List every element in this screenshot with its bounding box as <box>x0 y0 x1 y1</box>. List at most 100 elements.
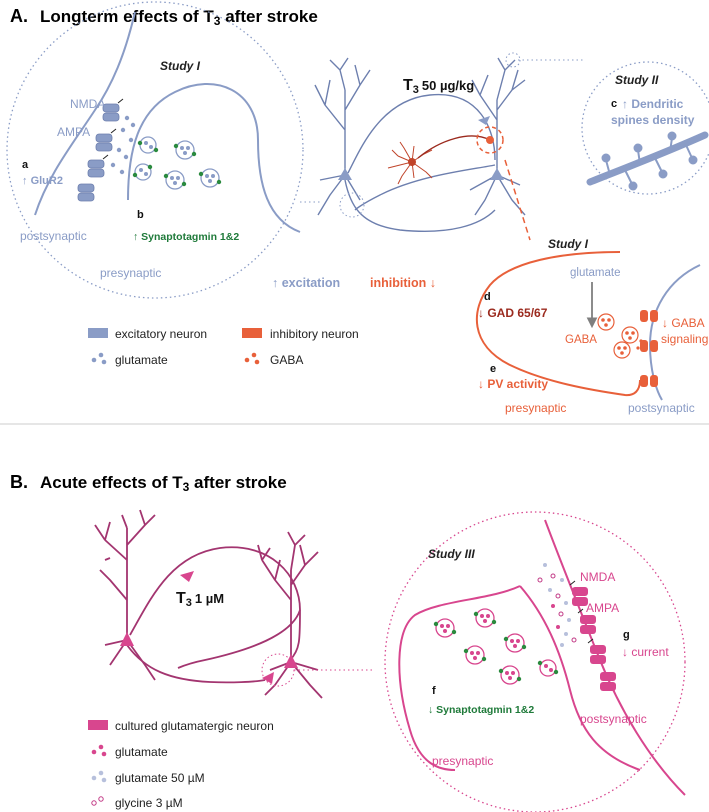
annotation-d: d <box>484 291 491 303</box>
up-arrow-icon: ↑ <box>22 175 31 187</box>
ampa-label: AMPA <box>57 125 90 139</box>
study-iii-synapse-circle: Study III <box>384 511 686 812</box>
synaptotagmin-up-label: ↑ Synaptotagmin 1&2 <box>133 231 239 243</box>
ligand-dots <box>537 563 577 647</box>
gaba-signaling-label: ↓ GABA <box>662 316 705 330</box>
legend-glutamate-b-swatch <box>91 744 107 757</box>
study-iii-dotted-circle <box>384 511 686 812</box>
receptors-b <box>572 587 616 691</box>
study-i-synapse-circle: Study I <box>6 1 304 299</box>
released-glutamate <box>110 115 136 175</box>
synaptic-vesicles <box>132 136 222 190</box>
synaptotagmin-down-label: ↓ Synaptotagmin 1&2 <box>428 704 534 716</box>
legend-gaba-swatch <box>244 352 260 365</box>
down-arrow-icon: ↓ <box>478 306 487 320</box>
inhibitory-interneuron <box>387 135 491 185</box>
dendritic-spines <box>601 131 698 191</box>
postsynaptic-right-label: postsynaptic <box>628 401 695 415</box>
legend-glutamate50-label: glutamate 50 µM <box>115 771 205 785</box>
vesicles-b <box>433 608 559 685</box>
inhibitory-synapse-detail: Study I glutamate d ↓ GAD 65/67 GABA ↓ G… <box>476 237 708 415</box>
dendritic-label: ↑ Dendritic <box>622 97 684 111</box>
annotation-a: a <box>22 159 29 171</box>
study-iii-label: Study III <box>428 547 475 561</box>
legend-glutamate-swatch <box>91 352 107 365</box>
annotation-g: g <box>623 629 630 641</box>
legend-glycine-label: glycine 3 µM <box>115 796 183 810</box>
study-ii-label: Study II <box>615 73 659 87</box>
annotation-f: f <box>432 685 436 697</box>
down-arrow-icon: ↓ <box>662 316 671 330</box>
inhibitory-synapse-zoom <box>476 126 504 154</box>
interneuron-soma <box>408 158 416 166</box>
down-arrow-icon: ↓ <box>622 645 631 659</box>
glutamate-right-label: glutamate <box>570 267 621 279</box>
left-excitatory-neuron <box>314 57 496 232</box>
legend-cultured-label: cultured glutamatergic neuron <box>115 719 274 733</box>
presynaptic-label-b: presynaptic <box>432 754 493 768</box>
legend-panel-a: excitatory neuron glutamate inhibitory n… <box>88 327 359 367</box>
signaling-label: signaling <box>661 332 708 346</box>
postsynaptic-label-b: postsynaptic <box>580 712 647 726</box>
legend-glutamate-b-label: glutamate <box>115 745 168 759</box>
presynaptic-terminal <box>127 83 301 233</box>
right-cultured-neuron <box>257 531 323 699</box>
postsynaptic-membrane <box>34 11 136 216</box>
gad-label: ↓ GAD 65/67 <box>478 306 548 320</box>
annotation-b: b <box>137 209 144 221</box>
down-arrow-icon: ↓ <box>428 704 436 716</box>
presynaptic-left-label: presynaptic <box>100 266 161 280</box>
panel-a-letter: A. <box>10 6 28 26</box>
presynaptic-terminal-b <box>398 585 521 771</box>
annotation-e: e <box>490 363 496 375</box>
study-ii-dotted-circle <box>581 61 709 195</box>
down-arrow-icon: ↓ <box>426 276 436 290</box>
gaba-receptors <box>640 310 658 387</box>
pv-activity-label: ↓ PV activity <box>478 377 548 391</box>
annotation-c: c <box>611 98 617 110</box>
legend-gaba-label: GABA <box>270 353 303 367</box>
current-label: ↓ current <box>622 645 669 659</box>
gaba-vesicles <box>597 313 643 359</box>
legend-glycine-swatch <box>91 796 104 806</box>
left-cultured-neuron <box>94 509 301 684</box>
legend-excitatory-label: excitatory neuron <box>115 327 207 341</box>
ampa-label-b: AMPA <box>586 601 619 615</box>
dendrite-segment <box>586 131 709 186</box>
study-i-inhibitory-label: Study I <box>548 237 589 251</box>
legend-glutamate-label: glutamate <box>115 353 168 367</box>
inhibition-label: inhibition ↓ <box>370 276 436 290</box>
legend-glutamate50-swatch <box>91 770 107 783</box>
up-arrow-icon: ↑ <box>133 231 141 243</box>
nmda-label: NMDA <box>70 97 105 111</box>
study-i-dotted-circle <box>6 1 304 299</box>
up-arrow-icon: ↑ <box>272 276 282 290</box>
right-excitatory-neuron <box>354 57 526 216</box>
postsynaptic-left-label: postsynaptic <box>20 229 87 243</box>
gaba-right-label: GABA <box>565 334 597 346</box>
left-soma <box>338 168 352 180</box>
receptor-cluster <box>77 103 120 202</box>
excitation-label: ↑ excitation <box>272 276 340 290</box>
panel-a-title: Longterm effects of T3 after stroke <box>40 7 318 28</box>
legend-inhibitory-label: inhibitory neuron <box>270 327 359 341</box>
study-ii-circle: Study II c ↑ Dendritic spines density <box>581 61 709 195</box>
panel-b-title: Acute effects of T3 after stroke <box>40 473 287 494</box>
legend-panel-b: cultured glutamatergic neuron glutamate … <box>88 719 274 810</box>
panel-a: A. Longterm effects of T3 after stroke S… <box>6 1 709 415</box>
legend-inhibitory-swatch <box>242 328 262 338</box>
spines-density-label: spines density <box>611 113 695 127</box>
study-i-label: Study I <box>160 59 201 73</box>
nmda-label-b: NMDA <box>580 570 615 584</box>
down-arrow-icon: ↓ <box>478 377 487 391</box>
up-arrow-icon: ↑ <box>622 97 631 111</box>
legend-cultured-swatch <box>88 720 108 730</box>
panel-b-letter: B. <box>10 472 28 492</box>
legend-excitatory-swatch <box>88 328 108 338</box>
